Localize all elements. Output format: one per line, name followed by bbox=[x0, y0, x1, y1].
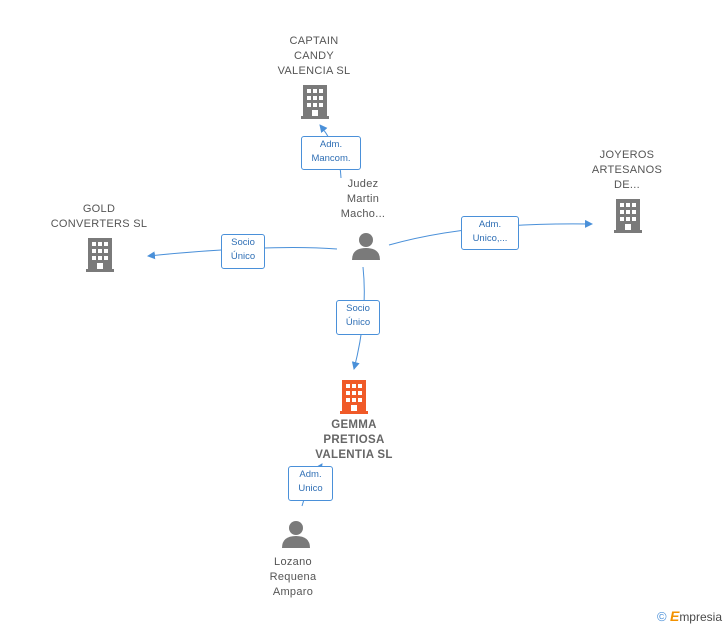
node-captain-candy-label[interactable]: CAPTAIN CANDY VALENCIA SL bbox=[277, 35, 351, 77]
node-gold-converters-label[interactable]: GOLD CONVERTERS SL bbox=[50, 203, 148, 230]
building-icon[interactable] bbox=[614, 199, 642, 233]
brand-initial: E bbox=[669, 608, 680, 624]
building-icon[interactable] bbox=[86, 238, 114, 272]
copyright-icon: © bbox=[657, 609, 667, 624]
node-judez-label[interactable]: Judez Martin Macho... bbox=[340, 178, 386, 220]
node-gemma-label[interactable]: GEMMA PRETIOSA VALENTIA SL bbox=[315, 419, 393, 461]
building-icon[interactable] bbox=[301, 85, 329, 119]
main-building-icon[interactable] bbox=[340, 380, 368, 414]
edge-label-socio-unico-gold[interactable]: Socio Único bbox=[221, 234, 265, 269]
edge-label-adm-unico-joyeros[interactable]: Adm. Unico,... bbox=[461, 216, 519, 250]
brand-name: mpresia bbox=[679, 610, 722, 624]
brand-logo: © Empresia bbox=[657, 608, 722, 624]
edge-label-adm-unico-lozano[interactable]: Adm. Unico bbox=[288, 466, 333, 501]
node-joyeros-label[interactable]: JOYEROS ARTESANOS DE... bbox=[591, 149, 663, 191]
person-icon[interactable] bbox=[282, 521, 310, 548]
edge-label-adm-mancom[interactable]: Adm. Mancom. bbox=[301, 136, 361, 170]
node-lozano-label[interactable]: Lozano Requena Amparo bbox=[269, 556, 317, 598]
edge-label-socio-unico-gemma[interactable]: Socio Único bbox=[336, 300, 380, 335]
person-icon[interactable] bbox=[352, 233, 380, 260]
